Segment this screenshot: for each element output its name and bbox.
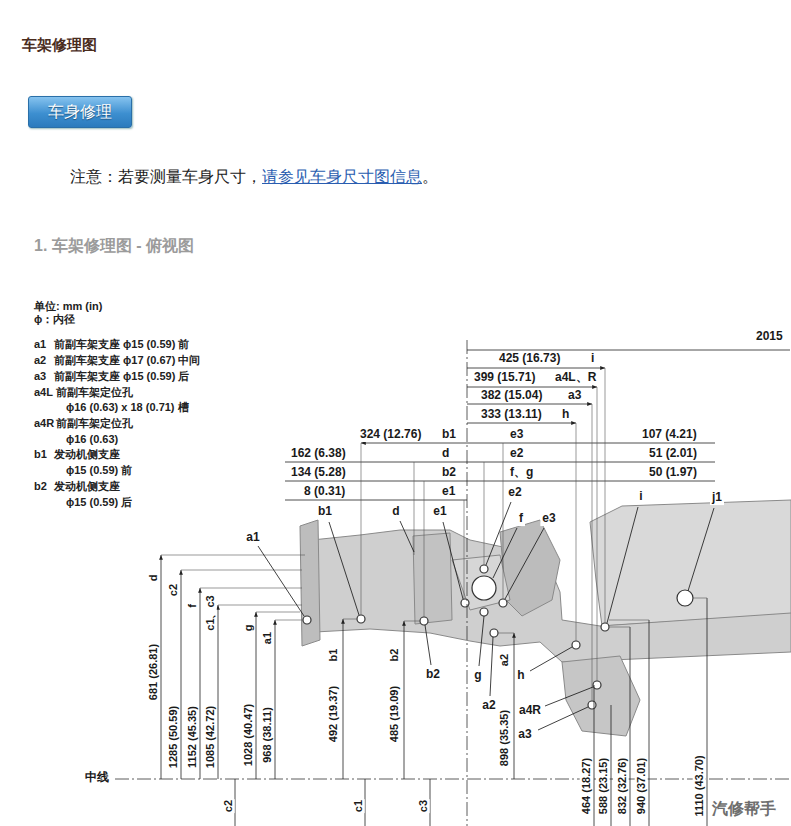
note-line: 注意：若要测量车身尺寸，请参见车身尺寸图信息。	[70, 167, 438, 188]
dimension-text: 1152 (45.35)	[186, 705, 199, 769]
dimension-text: d	[147, 574, 160, 583]
callout-letter: e2	[506, 486, 523, 500]
note-text: 。	[422, 168, 438, 185]
dimension-text: 中线	[84, 771, 110, 785]
callout-letter: e1	[431, 505, 448, 519]
dimension-text: 51 (2.01)	[648, 447, 698, 461]
dimension-text: 1285 (50.59)	[167, 705, 180, 769]
legend-text: ϕ15 (0.59) 后	[66, 496, 132, 509]
dimension-text: 107 (4.21)	[641, 428, 698, 442]
dimension-text: d	[441, 447, 450, 461]
legend-text: ϕ：内径	[34, 313, 75, 326]
legend-text: a4R	[34, 417, 54, 430]
legend-text: b2	[34, 480, 47, 493]
legend-text: ϕ16 (0.63) x 18 (0.71) 槽	[66, 401, 189, 414]
legend-text: 前副车架支座 ϕ17 (0.67) 中间	[54, 354, 200, 367]
legend-text: a2	[34, 354, 46, 367]
dimension-text: 134 (5.28)	[290, 466, 347, 480]
dimension-text: 162 (6.38)	[290, 447, 347, 461]
button-label: 车身修理	[48, 102, 112, 123]
legend-text: 发动机侧支座	[54, 448, 120, 461]
legend-text: a4L	[34, 386, 53, 399]
note-text: 注意：若要测量车身尺寸，	[70, 168, 262, 185]
dimension-text: 2015	[755, 330, 784, 344]
dimension-text: h	[561, 408, 570, 422]
dimension-text: 832 (32.76)	[616, 757, 629, 815]
legend-text: 前副车架定位孔	[56, 417, 133, 430]
callout-letter: i	[637, 490, 644, 504]
callout-letter: g	[472, 669, 483, 683]
mounting-holes	[303, 565, 693, 709]
dimension-text: 492 (19.37)	[327, 685, 340, 743]
dimension-text: 324 (12.76)	[359, 428, 422, 442]
callout-letter: a2	[480, 699, 497, 713]
dimension-text: b1	[441, 428, 457, 442]
dimension-text: 333 (13.11)	[480, 408, 543, 422]
dimension-text: 464 (18.27)	[580, 757, 593, 815]
callout-letter: d	[390, 505, 401, 519]
callout-letter: j1	[710, 491, 724, 505]
callout-letter: a4R	[517, 704, 543, 718]
dimension-text: 8 (0.31)	[303, 485, 346, 499]
dimension-text: 940 (37.01)	[635, 757, 648, 815]
dimension-text: c1、c3	[204, 594, 217, 631]
callout-letter: f	[517, 512, 525, 526]
legend-text: 前副车架支座 ϕ15 (0.59) 前	[54, 338, 189, 351]
dimension-text: e2	[509, 447, 524, 461]
legend-text: a1	[34, 338, 46, 351]
dimension-text: e3	[509, 428, 524, 442]
dimension-text: c1	[352, 799, 365, 813]
legend-text: 前副车架定位孔	[56, 386, 133, 399]
dimension-text: 968 (38.11)	[261, 706, 274, 764]
dimension-text: 485 (19.09)	[388, 685, 401, 743]
dimension-text: i	[590, 352, 595, 366]
dimension-text: b1	[327, 648, 340, 663]
dimension-text: b2	[388, 648, 401, 663]
dimension-text: g	[242, 624, 255, 633]
dimension-text: 1085 (42.72)	[204, 705, 217, 769]
dimension-text: 588 (23.15)	[597, 757, 610, 815]
datum-lines	[115, 340, 791, 826]
section-heading: 1. 车架修理图 - 俯视图	[34, 237, 194, 255]
legend-text: a3	[34, 370, 46, 383]
dimension-text: a4L、R	[554, 371, 597, 385]
frame-body	[300, 500, 791, 736]
callout-letter: a3	[516, 728, 533, 742]
link-text: 请参见车身尺寸图信息	[262, 168, 422, 185]
callout-letter: b1	[316, 505, 334, 519]
dimension-text: c2	[167, 583, 180, 597]
legend-text: ϕ15 (0.59) 前	[66, 464, 132, 477]
tab-button: 车身修理	[28, 96, 132, 128]
dimension-text: 425 (16.73)	[498, 352, 561, 366]
callout-letter: e3	[540, 512, 557, 526]
callout-letter: h	[515, 669, 526, 683]
legend-text: ϕ16 (0.63)	[66, 433, 118, 446]
dimension-text: 681 (26.81)	[147, 643, 160, 701]
dimension-text: 1028 (40.47)	[242, 703, 255, 767]
legend-text: 单位: mm (in)	[34, 300, 102, 313]
dimension-text: 1110 (43.70)	[693, 754, 706, 817]
legend-text: 发动机侧支座	[54, 480, 120, 493]
dimension-lines	[161, 350, 790, 826]
dimension-text: f	[186, 603, 199, 609]
legend-text: 前副车架支座 ϕ15 (0.59) 后	[54, 370, 189, 383]
dimension-text: a2	[498, 653, 511, 667]
dimension-text: 898 (35.35)	[498, 709, 511, 767]
dimension-text: b2	[441, 466, 457, 480]
dimension-text: c3	[417, 799, 430, 813]
dimension-text: f、g	[509, 466, 534, 480]
dimension-text: 50 (1.97)	[648, 466, 698, 480]
dimension-text: 399 (15.71)	[473, 371, 536, 385]
dimension-text: 382 (15.04)	[480, 389, 543, 403]
legend-text: b1	[34, 448, 47, 461]
dimension-text: a1	[261, 631, 274, 645]
callout-letter: a1	[244, 531, 261, 545]
page-title: 车架修理图	[22, 36, 97, 53]
watermark: 汽修帮手	[712, 800, 776, 818]
dimension-text: e1	[441, 485, 456, 499]
dimension-text: a3	[567, 389, 582, 403]
dimension-text: c2	[222, 799, 235, 813]
callout-letter: b2	[424, 668, 442, 682]
extension-lines	[161, 368, 707, 701]
